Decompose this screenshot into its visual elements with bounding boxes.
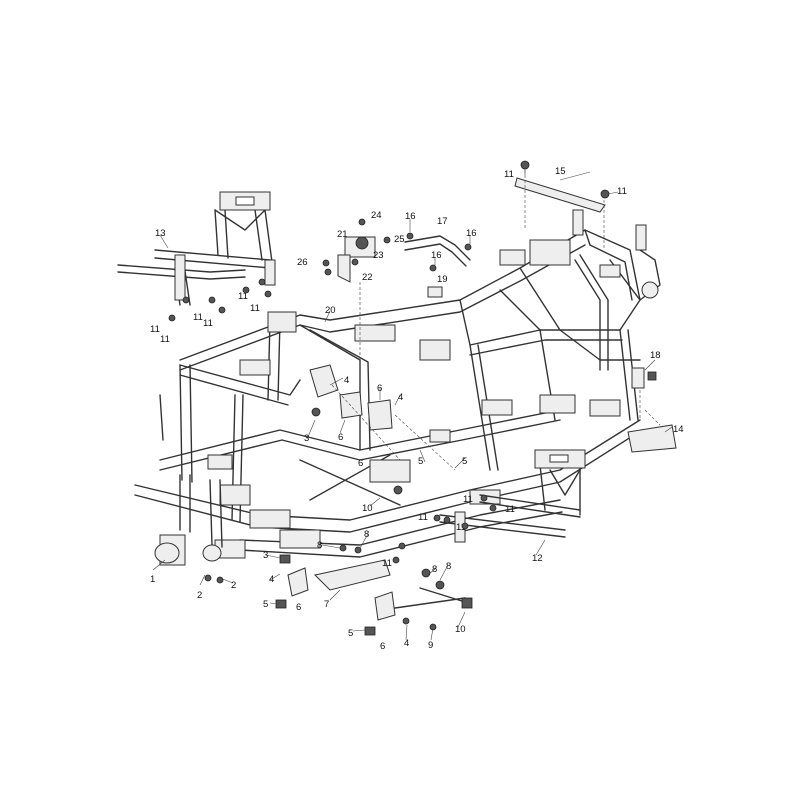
callout-11: 11: [617, 186, 627, 197]
callout-16: 16: [431, 250, 442, 261]
callout-5: 5: [418, 456, 423, 467]
callout-6: 6: [380, 641, 385, 652]
callout-18: 18: [650, 350, 661, 361]
callout-11: 11: [505, 504, 515, 515]
callout-2: 2: [197, 590, 202, 601]
right-bracket-parts: [627, 367, 677, 453]
callout-11: 11: [203, 318, 213, 329]
callout-4: 4: [404, 638, 409, 649]
callout-10: 10: [455, 624, 466, 635]
callout-6: 6: [377, 383, 382, 394]
callout-11: 11: [250, 303, 260, 314]
callout-11: 11: [463, 494, 473, 505]
callout-8: 8: [432, 564, 437, 575]
callout-11: 11: [238, 291, 248, 302]
callout-20: 20: [325, 305, 336, 316]
callout-5: 5: [348, 628, 353, 639]
callout-16: 16: [405, 211, 416, 222]
callout-6: 6: [296, 602, 301, 613]
callout-11: 11: [456, 522, 466, 533]
engine-mount-parts: [309, 364, 456, 471]
callout-6: 6: [338, 432, 343, 443]
callout-11: 11: [193, 312, 203, 323]
callout-8: 8: [364, 529, 369, 540]
callout-11: 11: [504, 169, 514, 180]
callout-8: 8: [446, 561, 451, 572]
callout-25: 25: [394, 234, 405, 245]
callout-13: 13: [155, 228, 166, 239]
leader-lines: [152, 168, 673, 641]
callout-7: 7: [324, 599, 329, 610]
callout-17: 17: [437, 216, 448, 227]
callout-22: 22: [362, 272, 373, 283]
callout-10: 10: [362, 503, 373, 514]
callout-21: 21: [337, 229, 348, 240]
callout-6: 6: [358, 458, 363, 469]
callout-3: 3: [304, 433, 309, 444]
callout-11: 11: [418, 512, 428, 523]
callout-11: 11: [160, 334, 170, 345]
callout-5: 5: [462, 456, 467, 467]
mid-rail-parts: [322, 235, 471, 360]
callout-15: 15: [555, 166, 566, 177]
callout-11: 11: [382, 558, 392, 569]
rear-rack-assembly: [439, 449, 586, 543]
callout-11: 11: [150, 324, 160, 335]
callout-5: 5: [263, 599, 268, 610]
callout-16: 16: [466, 228, 477, 239]
callout-19: 19: [437, 274, 448, 285]
callout-4: 4: [398, 392, 403, 403]
front-rack-assembly: [117, 191, 276, 306]
callout-12: 12: [532, 553, 543, 564]
callout-4: 4: [344, 375, 349, 386]
callout-2: 2: [231, 580, 236, 591]
callout-14: 14: [673, 424, 684, 435]
callout-4: 4: [269, 574, 274, 585]
callout-1: 1: [150, 574, 155, 585]
callout-8: 8: [317, 540, 322, 551]
callout-3: 3: [263, 550, 268, 561]
callout-23: 23: [373, 250, 384, 261]
main-frame: [134, 209, 661, 566]
callout-24: 24: [371, 210, 382, 221]
callout-26: 26: [297, 257, 308, 268]
fasteners: [168, 218, 497, 584]
callout-labels: 1 2 2 3 3 4 4 4 4 5 5 5 5 6 6 6 6 6 7 8 …: [150, 166, 684, 652]
callout-9: 9: [428, 640, 433, 651]
lower-exploded-parts: [154, 542, 473, 636]
